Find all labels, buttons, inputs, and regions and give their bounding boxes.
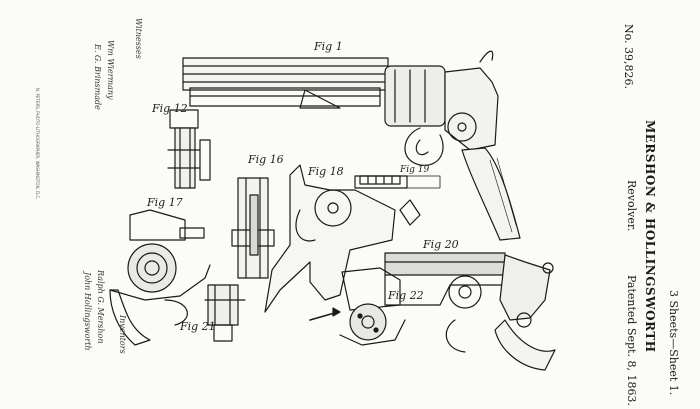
fig22-rotary-detail [309, 267, 406, 346]
fig21-block-detail [204, 284, 246, 342]
fig19-screw-part [359, 175, 401, 185]
printer-credit: N. PETERS, PHOTO-LITHOGRAPHER, WASHINGTO… [35, 88, 40, 200]
fig18-lock-frame [264, 164, 441, 313]
patent-title: Revolver. [625, 180, 638, 232]
fig1-label: Fig 1 [314, 40, 343, 53]
fig17-hammer-cylinder [109, 209, 211, 346]
fig1-revolver-side-view [182, 50, 521, 241]
patent-date: Patented Sept. 8, 1863. [625, 275, 638, 406]
inventor-1: Ralph G. Mershon [96, 270, 105, 344]
fig20-label: Fig 20 [423, 238, 459, 251]
fig17-label: Fig 17 [147, 196, 183, 209]
fig20-sectional-view [384, 252, 556, 371]
fig22-label: Fig 22 [388, 289, 424, 302]
patent-sheets: 3 Sheets—Sheet 1. [667, 290, 680, 396]
patent-number: No. 39,826. [622, 24, 635, 90]
fig16-label: Fig 16 [248, 153, 284, 166]
fig12-label: Fig 12 [152, 102, 188, 115]
witness-1: Wm Wiermany [106, 40, 115, 100]
fig21-label: Fig 21 [180, 320, 216, 333]
fig16-slide-part [231, 177, 275, 279]
fig19-label: Fig 19 [400, 165, 430, 175]
inventor-2: John Hollingsworth [83, 272, 92, 351]
inventor-heading: Inventors [118, 315, 127, 354]
witness-heading: Witnesses [134, 18, 143, 59]
witness-2: E. G. Brinsmade [93, 44, 102, 110]
fig18-label: Fig 18 [308, 165, 344, 178]
patent-inventors: MERSHON & HOLLINGSWORTH [643, 120, 657, 353]
fig12-mechanism [167, 109, 211, 189]
